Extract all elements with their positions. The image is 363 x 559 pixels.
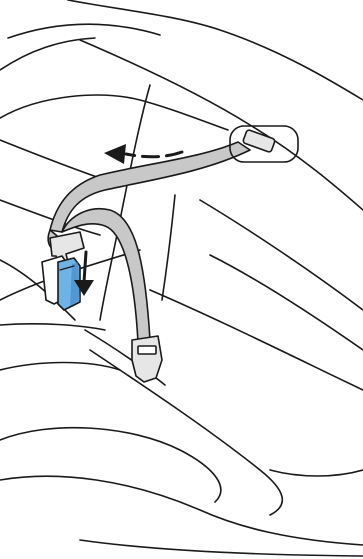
seat-back-outline <box>0 0 363 390</box>
belt-end-buckle <box>132 336 162 382</box>
blue-buckle-receiver <box>42 256 80 310</box>
